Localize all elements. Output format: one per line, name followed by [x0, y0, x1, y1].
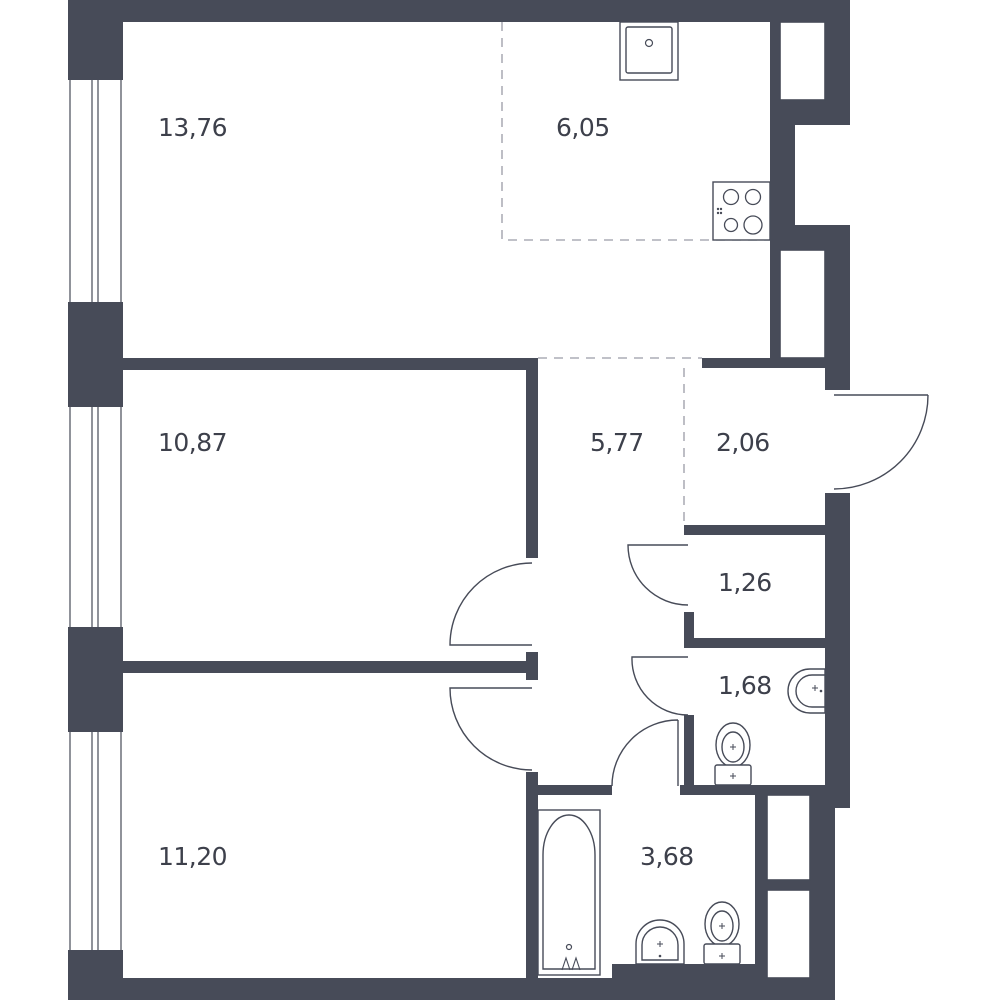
room-labels: 13,76 6,05 10,87 5,77 2,06 1,26 1,68 11,… [158, 113, 772, 871]
toilet-door [631, 656, 689, 716]
living-bedroom-wall [123, 358, 538, 370]
kitchen-zone-line [501, 22, 770, 241]
kitchen-area: 6,05 [556, 113, 610, 142]
windows [69, 80, 122, 950]
toilet-left-wall [684, 715, 694, 795]
kitchen-sink-icon [619, 21, 679, 81]
bathroom-area: 3,68 [640, 842, 694, 871]
doors [449, 394, 929, 787]
bathtub-icon [537, 809, 601, 976]
fixtures [537, 21, 826, 976]
bathroom-ledge [612, 964, 755, 978]
right-wall-bottom [810, 785, 835, 1000]
bottom-wall [68, 978, 835, 1000]
shaft-top [779, 21, 826, 101]
bedroom-1-area: 10,87 [158, 428, 227, 457]
walls [68, 0, 850, 1000]
shaft-divider [767, 880, 815, 890]
storage-bottom-wall [684, 638, 825, 648]
thin-lines [766, 21, 826, 979]
living-room-area: 13,76 [158, 113, 227, 142]
bedroom-divider-stub [526, 652, 538, 680]
left-pillar-top [68, 0, 123, 80]
bathroom-top-left-wall [526, 785, 612, 795]
bedroom1-right-wall [526, 358, 538, 558]
bedroom-2-area: 11,20 [158, 842, 227, 871]
stove-icon [712, 181, 771, 241]
toilet-area: 1,68 [718, 671, 772, 700]
bedroom-divider-wall [123, 661, 538, 673]
left-pillar-2 [68, 627, 123, 732]
bathroom-right-wall [755, 785, 767, 978]
bathroom-sink-icon [635, 919, 685, 965]
storage-left-stub [684, 612, 694, 642]
shaft-lower-1 [766, 794, 811, 881]
zone-lines [501, 22, 770, 525]
right-wall-mid [825, 225, 850, 390]
storage-door [627, 544, 689, 606]
right-wall-lower [825, 493, 850, 808]
right-niche-side [770, 100, 795, 225]
storage-top-wall [684, 525, 825, 535]
toilet-icon [714, 722, 752, 786]
bathroom-toilet-icon [703, 901, 741, 965]
window-top [69, 80, 122, 302]
bedroom1-door [449, 562, 533, 646]
hallway-area: 5,77 [590, 428, 644, 457]
toilet-sink-icon [787, 668, 826, 714]
bedroom2-door [449, 687, 533, 771]
right-inner-mid [770, 248, 780, 360]
entrance-area: 2,06 [716, 428, 770, 457]
storage-area: 1,26 [718, 568, 772, 597]
shaft-mid [779, 249, 826, 359]
top-wall [68, 0, 850, 22]
left-pillar-1 [68, 302, 123, 407]
window-middle [69, 407, 122, 627]
bathroom-door [611, 719, 679, 787]
entrance-top-wall [702, 358, 825, 368]
right-inner-top [770, 22, 780, 102]
entrance-door [833, 394, 929, 490]
bedroom2-right-wall [526, 772, 538, 978]
window-bottom [69, 732, 122, 950]
shaft-lower-2 [766, 889, 811, 979]
